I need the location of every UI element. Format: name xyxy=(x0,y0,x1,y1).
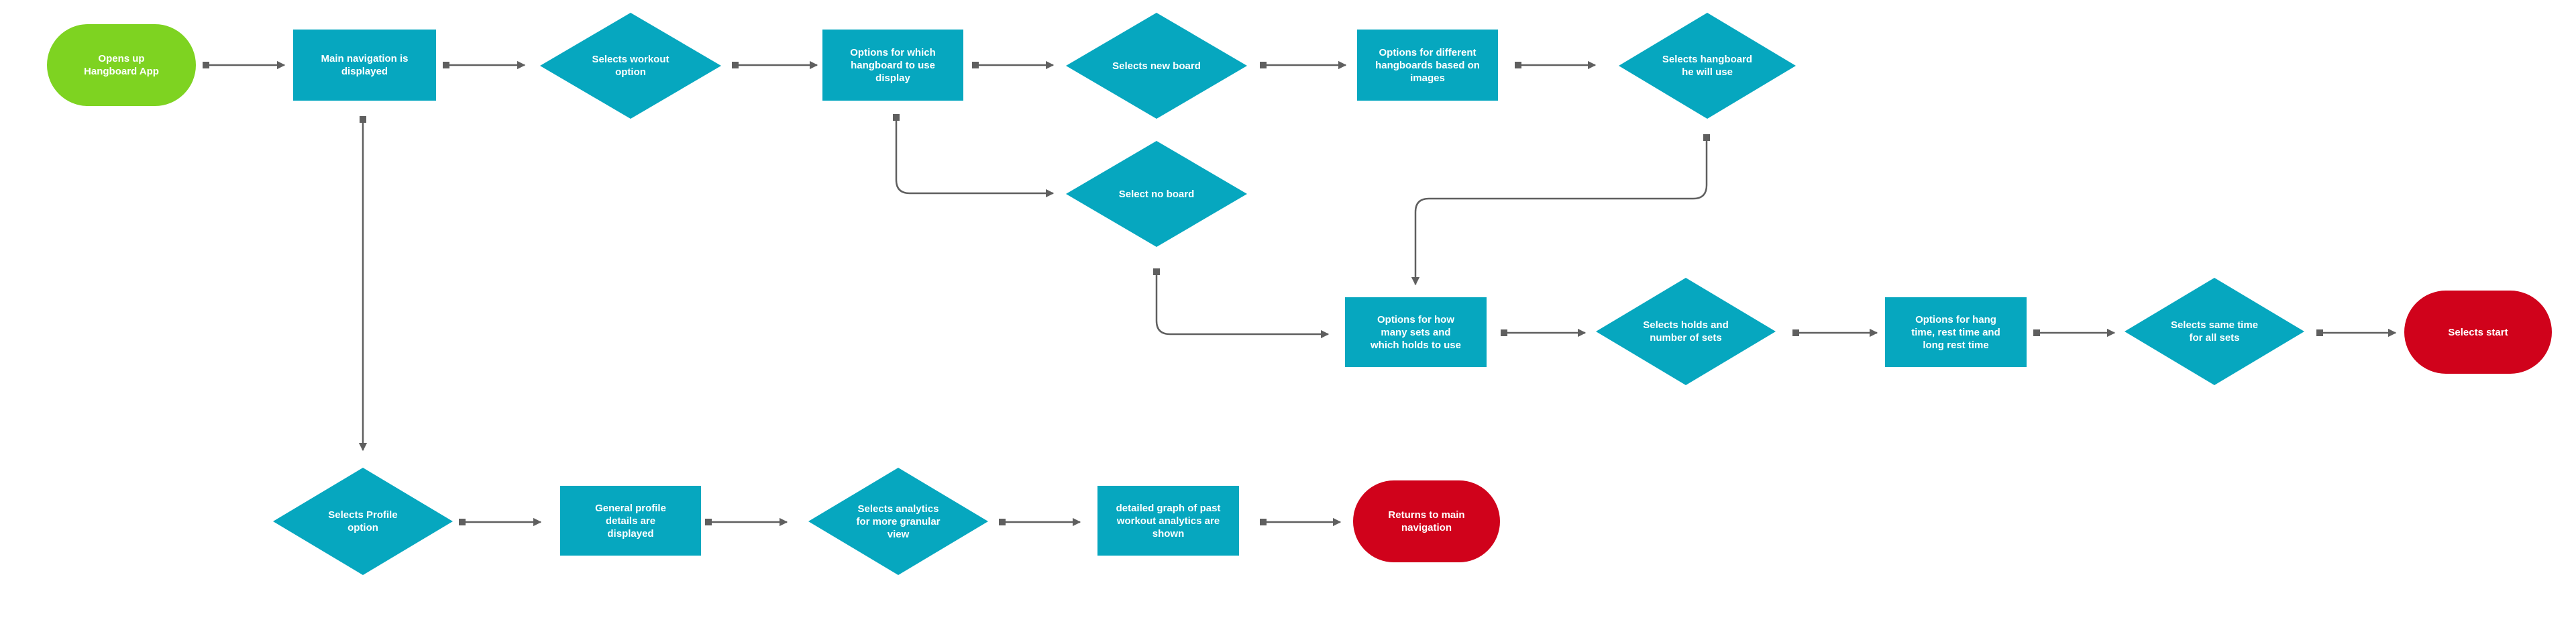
node-label: Opens up Hangboard App xyxy=(84,53,159,77)
node-label: Selects Profile option xyxy=(328,509,398,533)
node-label: Options for hang time, rest time and lon… xyxy=(1911,313,2000,351)
connector-select-hangboard-to-sets-options xyxy=(1411,138,1708,286)
connector-no-board-to-sets-options xyxy=(1155,272,1330,339)
node-label: Selects workout option xyxy=(592,54,669,78)
process-hangboard-options: Options for which hangboard to use displ… xyxy=(822,30,963,101)
decision-select-no-board: Select no board xyxy=(1066,141,1247,247)
node-label: Selects analytics for more granular view xyxy=(856,503,941,540)
end-terminal-return-navigation: Returns to main navigation xyxy=(1353,480,1500,562)
decision-select-hangboard: Selects hangboard he will use xyxy=(1619,13,1796,119)
node-label: detailed graph of past workout analytics… xyxy=(1116,502,1221,539)
decision-select-same-time: Selects same time for all sets xyxy=(2125,278,2304,385)
node-label: Selects new board xyxy=(1112,60,1201,72)
node-label: General profile details are displayed xyxy=(595,502,666,539)
process-sets-holds-options: Options for how many sets and which hold… xyxy=(1345,297,1487,367)
start-terminal-opens-app: Opens up Hangboard App xyxy=(47,24,196,106)
node-label: Main navigation is displayed xyxy=(321,53,409,77)
end-terminal-select-start: Selects start xyxy=(2404,291,2552,374)
node-label: Select no board xyxy=(1118,188,1195,200)
connector-hangboard-options-to-no-board xyxy=(895,117,1055,198)
node-label: Selects start xyxy=(2448,326,2508,338)
process-profile-details: General profile details are displayed xyxy=(560,486,701,556)
node-label: Options for how many sets and which hold… xyxy=(1370,313,1461,351)
node-label: Returns to main navigation xyxy=(1388,509,1465,533)
process-different-hangboards: Options for different hangboards based o… xyxy=(1357,30,1498,101)
decision-select-holds-sets: Selects holds and number of sets xyxy=(1596,278,1776,385)
decision-select-new-board: Selects new board xyxy=(1066,13,1247,119)
node-label: Selects holds and number of sets xyxy=(1643,319,1729,344)
process-main-navigation: Main navigation is displayed xyxy=(293,30,436,101)
node-label: Selects same time for all sets xyxy=(2170,319,2259,344)
decision-select-workout: Selects workout option xyxy=(540,13,721,119)
node-label: Options for which hangboard to use displ… xyxy=(850,46,936,84)
connector-start-markers xyxy=(203,62,2323,525)
decision-select-profile: Selects Profile option xyxy=(273,468,453,575)
decision-select-analytics: Selects analytics for more granular view xyxy=(808,468,988,575)
process-hang-time-options: Options for hang time, rest time and lon… xyxy=(1885,297,2027,367)
process-analytics-graph: detailed graph of past workout analytics… xyxy=(1097,486,1239,556)
node-label: Options for different hangboards based o… xyxy=(1375,46,1480,84)
node-label: Selects hangboard he will use xyxy=(1662,54,1753,78)
